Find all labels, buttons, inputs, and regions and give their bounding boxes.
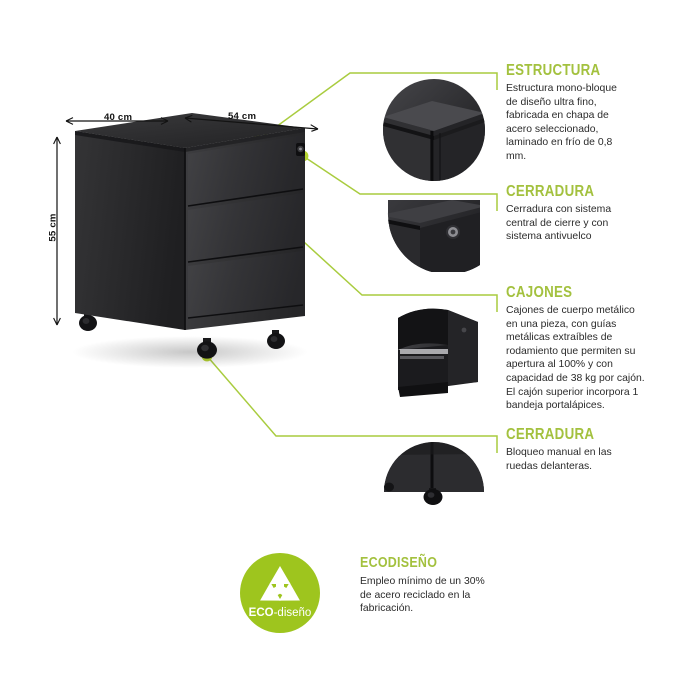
connector-cerradura-ruedas	[206, 355, 498, 453]
drawer-front-middle	[188, 193, 303, 262]
callout-heading-cajones: CAJONES	[506, 284, 573, 301]
callout-cerradura-ruedas: CERRADURA Bloqueo manual en las ruedas d…	[506, 426, 656, 473]
thumb-caster-wheel	[384, 482, 443, 505]
body-line: Empleo mínimo de un 30%	[360, 575, 485, 587]
body-line: bandeja portalápices.	[506, 400, 605, 412]
body-line: en una pieza, con guías	[506, 318, 617, 330]
body-line: central de cierre y con	[506, 217, 609, 229]
body-line: laminado en frío de 0,8	[506, 137, 613, 149]
eco-design-badge: ECO-diseño	[240, 553, 320, 633]
recycling-icon: ECO-diseño	[249, 566, 312, 619]
body-line: rodamiento que permiten su	[506, 345, 636, 357]
drawer-front-bottom	[188, 251, 303, 318]
callout-heading-cerradura-ruedas: CERRADURA	[506, 426, 595, 443]
dimension-label-height: 55 cm	[47, 213, 59, 242]
body-line: capacidad de 38 kg por cajón.	[506, 373, 645, 385]
cabinet-top-panel	[75, 113, 305, 148]
callout-heading-estructura: ESTRUCTURA	[506, 62, 601, 79]
eco-heading: ECODISEÑO	[360, 555, 438, 571]
drawer-fronts	[187, 135, 304, 319]
body-line: Cerradura con sistema	[506, 204, 612, 216]
thumb-lock-detail	[387, 200, 480, 272]
lock-cylinder	[296, 143, 305, 156]
caster-front-left	[197, 338, 217, 359]
eco-body: Empleo mínimo de un 30% de acero recicla…	[360, 575, 485, 616]
eco-badge-label-strong: ECO	[249, 607, 274, 619]
connector-cerradura-superior	[302, 155, 498, 211]
cabinet-top-edge-left	[75, 131, 185, 152]
body-line: de diseño ultra fino,	[506, 96, 597, 108]
cabinet-top-edge-front	[185, 128, 305, 152]
cabinet-left-side	[75, 131, 185, 330]
body-line: sistema antivuelco	[506, 231, 592, 243]
dimension-lines	[53, 114, 319, 326]
body-line: acero seleccionado,	[506, 123, 599, 135]
body-line: apertura al 100% y con	[506, 359, 613, 371]
drawer-front-top	[188, 135, 303, 206]
dimension-label-width: 54 cm	[228, 111, 257, 122]
thumb-open-drawer-detail	[398, 308, 478, 397]
body-line: de acero reciclado en la	[360, 589, 471, 601]
product-shadow	[72, 336, 308, 368]
callout-body-cerradura-superior: Cerradura con sistema central de cierre …	[506, 203, 646, 244]
body-line: ruedas delanteras.	[506, 460, 593, 472]
callout-cerradura-superior: CERRADURA Cerradura con sistema central …	[506, 183, 656, 244]
body-line: Bloqueo manual en las	[506, 447, 612, 459]
body-line: metálicas extraíbles de	[506, 332, 613, 344]
callout-heading-cerradura-superior: CERRADURA	[506, 183, 595, 200]
body-line: Estructura mono-bloque	[506, 83, 617, 95]
body-line: fabricada en chapa de	[506, 110, 609, 122]
svg-text:ECO-diseño: ECO-diseño	[249, 607, 312, 619]
callout-body-estructura: Estructura mono-bloque de diseño ultra f…	[506, 82, 646, 164]
eco-badge-label-rest: -diseño	[274, 607, 312, 619]
callout-estructura: ESTRUCTURA Estructura mono-bloque de dis…	[506, 62, 656, 164]
body-line: El cajón superior incorpora 1	[506, 386, 639, 398]
dimension-label-depth: 40 cm	[104, 112, 133, 123]
callout-cajones: CAJONES Cajones de cuerpo metálico en un…	[506, 284, 662, 413]
callout-body-cajones: Cajones de cuerpo metálico en una pieza,…	[506, 304, 662, 413]
callout-body-cerradura-ruedas: Bloqueo manual en las ruedas delanteras.	[506, 446, 646, 473]
caster-rear-right	[267, 330, 285, 349]
casters	[79, 312, 285, 359]
eco-design-text: ECODISEÑO Empleo mínimo de un 30% de ace…	[360, 555, 485, 616]
thumb-caster-detail	[384, 442, 484, 492]
thumb-corner-detail	[383, 79, 485, 181]
caster-rear-left	[79, 312, 97, 331]
body-line: mm.	[506, 151, 527, 163]
body-line: fabricación.	[360, 603, 414, 615]
body-line: Cajones de cuerpo metálico	[506, 305, 635, 317]
connector-estructura	[257, 72, 498, 141]
